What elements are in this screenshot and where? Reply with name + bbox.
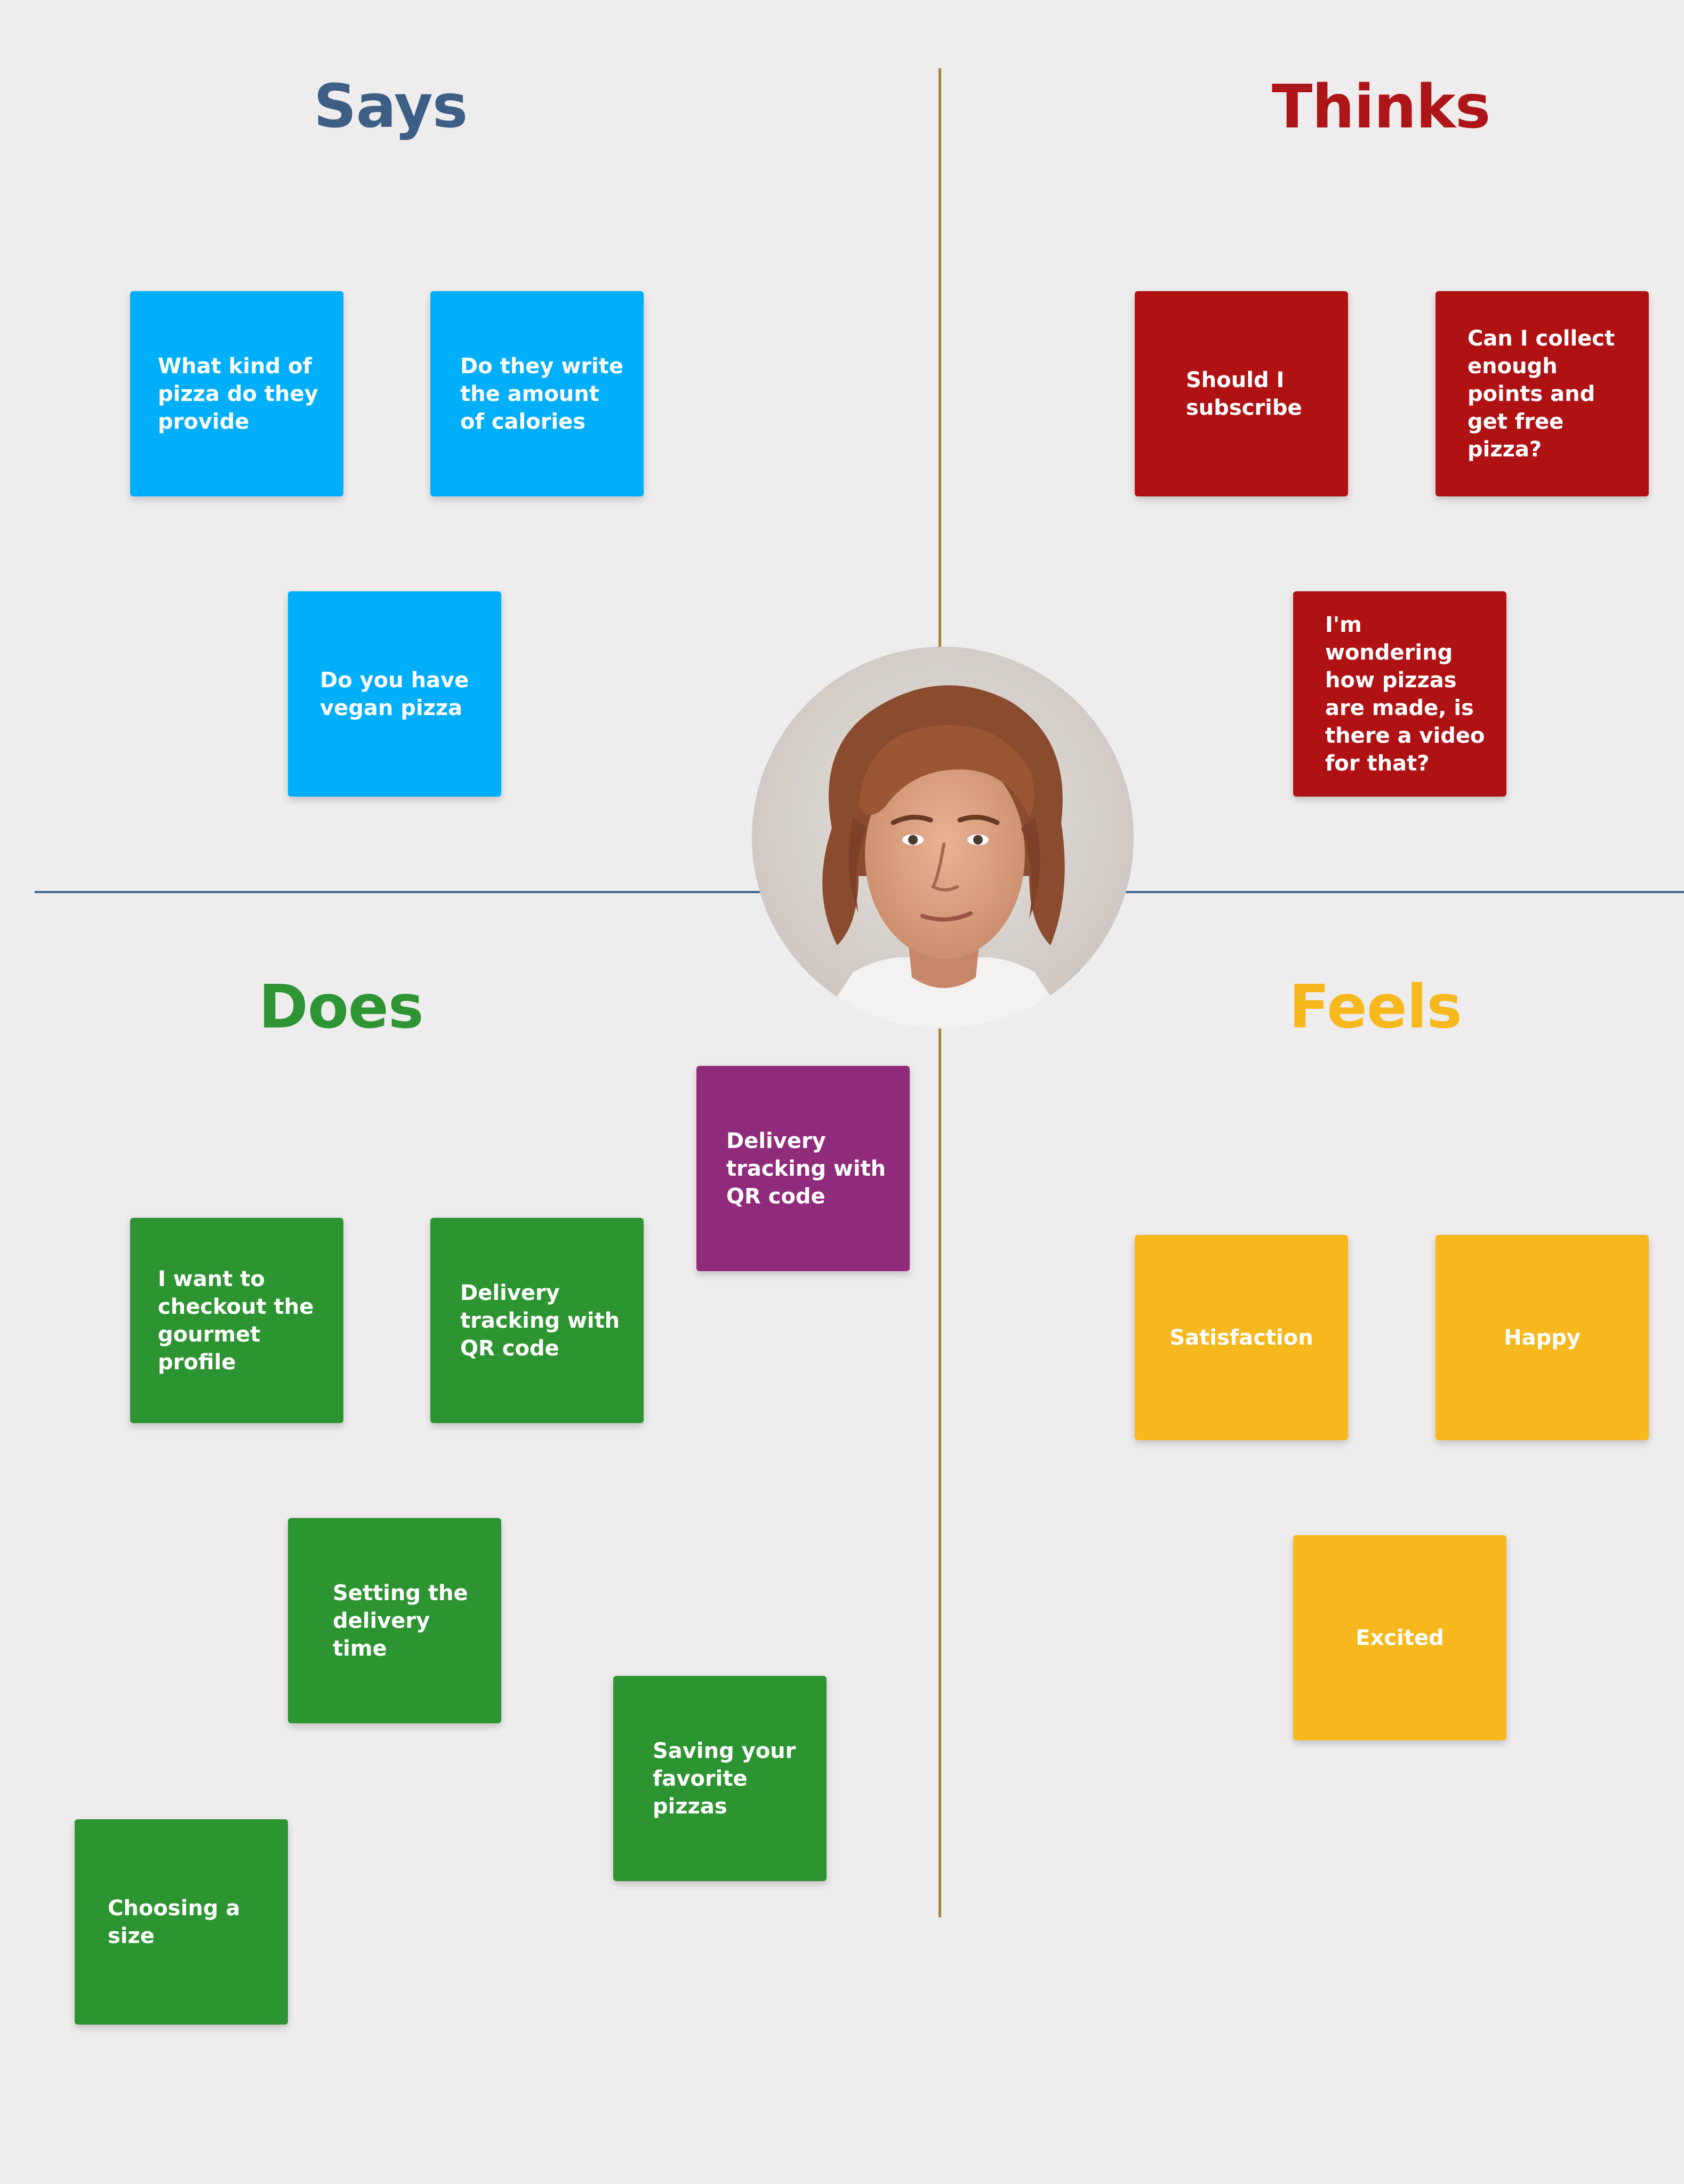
does-note[interactable]: I want to checkout the gourmet profile: [130, 1218, 343, 1423]
feels-note-text: Happy: [1504, 1325, 1581, 1350]
thinks-note-text: I'm wondering how pizzas are made, is th…: [1325, 612, 1485, 776]
person-portrait-icon: [752, 647, 1134, 1029]
says-note[interactable]: Do they write the amount of calories: [430, 291, 644, 496]
does-note-text: Delivery tracking with QR code: [726, 1128, 886, 1209]
does-note-text: Setting the delivery time: [333, 1580, 468, 1661]
does-note-text: I want to checkout the gourmet profile: [158, 1266, 314, 1375]
does-note[interactable]: Saving your favorite pizzas: [613, 1676, 827, 1881]
thinks-note[interactable]: Should I subscribe: [1135, 291, 1348, 496]
thinks-heading: Thinks: [1272, 73, 1490, 142]
thinks-note[interactable]: I'm wondering how pizzas are made, is th…: [1293, 591, 1506, 797]
feels-heading: Feels: [1289, 973, 1462, 1042]
says-heading: Says: [314, 72, 468, 141]
does-note-highlight[interactable]: Delivery tracking with QR code: [696, 1066, 910, 1271]
does-heading: Does: [259, 973, 424, 1042]
thinks-note-text: Should I subscribe: [1186, 367, 1302, 420]
does-note[interactable]: Delivery tracking with QR code: [430, 1218, 644, 1423]
thinks-note-text: Can I collect enough points and get free…: [1468, 326, 1615, 462]
feels-note-text: Excited: [1356, 1625, 1444, 1650]
feels-note[interactable]: Excited: [1293, 1535, 1506, 1740]
does-note-text: Saving your favorite pizzas: [653, 1738, 796, 1819]
says-note-text: What kind of pizza do they provide: [158, 354, 318, 434]
says-note[interactable]: Do you have vegan pizza: [288, 591, 501, 797]
feels-note[interactable]: Happy: [1436, 1235, 1649, 1440]
says-note[interactable]: What kind of pizza do they provide: [130, 291, 343, 496]
thinks-note[interactable]: Can I collect enough points and get free…: [1436, 291, 1649, 496]
feels-note[interactable]: Satisfaction: [1135, 1235, 1348, 1440]
does-note-text: Choosing a size: [108, 1896, 240, 1948]
does-note[interactable]: Choosing a size: [75, 1819, 288, 2025]
does-note-text: Delivery tracking with QR code: [460, 1280, 620, 1361]
feels-note-text: Satisfaction: [1169, 1325, 1313, 1350]
says-note-text: Do they write the amount of calories: [460, 354, 623, 434]
does-note[interactable]: Setting the delivery time: [288, 1518, 501, 1723]
persona-avatar: [752, 647, 1134, 1029]
says-note-text: Do you have vegan pizza: [320, 668, 469, 720]
